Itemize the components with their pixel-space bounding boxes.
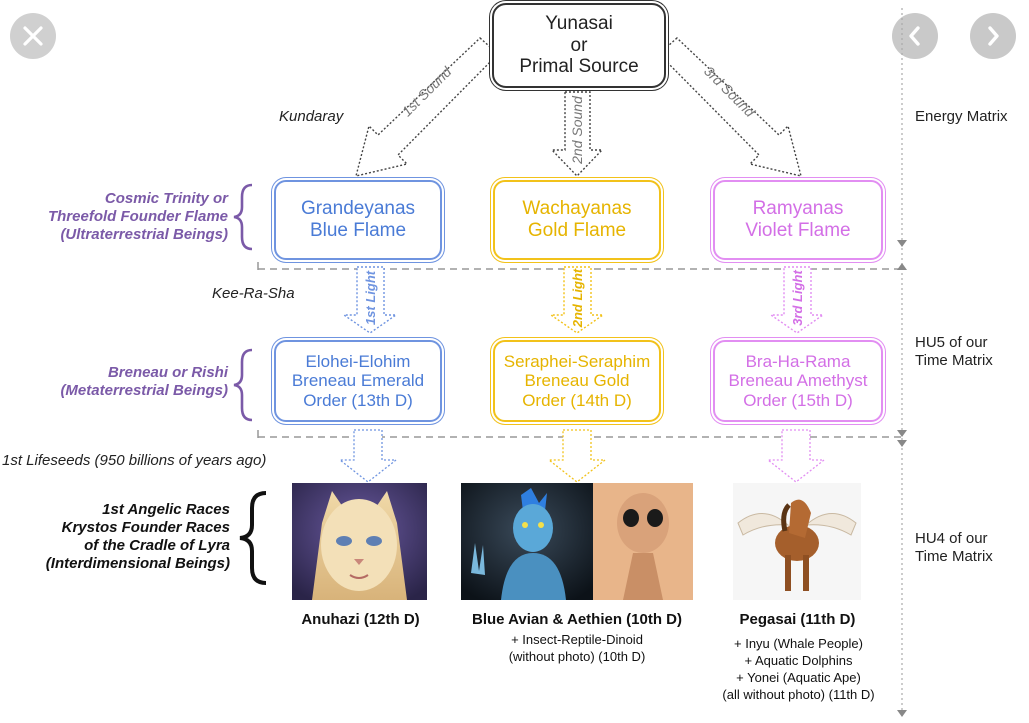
- pegasai-caption: Pegasai (11th D): [739, 611, 856, 628]
- chevron-left-icon: [909, 26, 920, 46]
- gold-order-box: Seraphei-Seraphim Breneau Gold Order (14…: [493, 340, 661, 422]
- pegasai-sub-line-4: (all without photo) (11th D): [722, 686, 875, 702]
- first-light-label: 1st Light: [363, 270, 378, 325]
- hu5-line-2: Time Matrix: [915, 352, 993, 369]
- pegasai-sub: + Inyu (Whale People) + Aquatic Dolphins…: [706, 636, 891, 704]
- third-sound-arrow: [657, 37, 802, 177]
- next-button[interactable]: [970, 13, 1016, 59]
- third-light-arrow: [768, 266, 826, 334]
- hu4-label: HU4 of our Time Matrix: [915, 530, 993, 566]
- cosmic-trinity-label: Cosmic Trinity or Threefold Founder Flam…: [10, 190, 228, 244]
- amethyst-order-box: Bra-Ha-Rama Breneau Amethyst Order (15th…: [713, 340, 883, 422]
- first-sound-arrow: [355, 37, 500, 177]
- previous-button[interactable]: [892, 13, 938, 59]
- angelic-line-1: 1st Angelic Races: [102, 501, 230, 518]
- avian-sub-line-1: + Insect-Reptile-Dinoid: [511, 632, 643, 647]
- blue-flame-box: Grandeyanas Blue Flame: [274, 180, 442, 260]
- cosmic-line-3: (Ultraterrestrial Beings): [60, 226, 228, 243]
- second-sound-label: 2nd Sound: [569, 95, 585, 165]
- pegasai-sub-line-1: + Inyu (Whale People): [734, 636, 863, 651]
- hu5-line-1: HU5 of our: [915, 334, 988, 351]
- primal-source-box: Yunasai or Primal Source: [492, 3, 666, 88]
- hu4-line-1: HU4 of our: [915, 530, 988, 547]
- pegasai-sub-line-2: + Aquatic Dolphins: [744, 652, 853, 668]
- emerald-order-box: Elohei-Elohim Breneau Emerald Order (13t…: [274, 340, 442, 422]
- violet-flame-line-1: Ramyanas: [752, 198, 844, 220]
- cosmic-line-2: Threefold Founder Flame: [47, 208, 228, 225]
- second-light-label: 2nd Light: [570, 268, 585, 328]
- second-sound-arrow: [550, 91, 604, 178]
- amethyst-line-1: Bra-Ha-Rama: [745, 351, 851, 371]
- source-line-1: Yunasai: [545, 12, 613, 34]
- gold-flame-box: Wachayanas Gold Flame: [493, 180, 661, 260]
- first-light-arrow: [341, 266, 399, 334]
- gold-order-line-2: Breneau Gold: [524, 371, 630, 391]
- cosmic-line-1: Cosmic Trinity or: [104, 190, 228, 207]
- kee-ra-sha-label: Kee-Ra-Sha: [212, 285, 295, 302]
- blue-flame-line-2: Blue Flame: [309, 220, 407, 241]
- anuhazi-photo: [292, 483, 427, 600]
- blue-flame-line-1: Grandeyanas: [300, 198, 416, 220]
- blue-avian-photo: [461, 483, 593, 600]
- emerald-line-3: Order (13th D): [303, 390, 413, 410]
- gold-flame-line-2: Gold Flame: [527, 220, 627, 241]
- breneau-line-1: Breneau or Rishi: [107, 364, 228, 381]
- breneau-brace-icon: [233, 348, 253, 422]
- anuhazi-caption: Anuhazi (12th D): [301, 611, 420, 628]
- avian-sub: + Insect-Reptile-Dinoid (without photo) …: [452, 632, 702, 666]
- gold-order-line-1: Seraphei-Seraphim: [503, 351, 651, 371]
- breneau-label: Breneau or Rishi (Metaterrestrial Beings…: [10, 364, 228, 400]
- cosmic-brace-icon: [233, 183, 253, 251]
- breneau-line-2: (Metaterrestrial Beings): [60, 382, 228, 399]
- angelic-brace-icon: [239, 491, 267, 585]
- emerald-line-2: Breneau Emerald: [291, 371, 425, 391]
- hu4-line-2: Time Matrix: [915, 548, 993, 565]
- gold-flame-line-1: Wachayanas: [522, 198, 632, 220]
- avian-caption: Blue Avian & Aethien (10th D): [471, 611, 683, 628]
- avian-arrow: [547, 429, 607, 483]
- pegasai-arrow: [766, 429, 826, 483]
- angelic-line-3: of the Cradle of Lyra: [84, 537, 230, 554]
- angelic-line-2: Krystos Founder Races: [61, 519, 230, 536]
- close-button[interactable]: [10, 13, 56, 59]
- gold-order-line-3: Order (14th D): [522, 390, 632, 410]
- emerald-line-1: Elohei-Elohim: [305, 351, 411, 371]
- amethyst-line-2: Breneau Amethyst: [728, 371, 868, 391]
- source-line-3: Primal Source: [519, 56, 639, 78]
- third-light-label: 3rd Light: [790, 270, 805, 326]
- violet-flame-line-2: Violet Flame: [745, 220, 851, 241]
- anuhazi-arrow: [338, 429, 398, 483]
- aethien-photo: [593, 483, 693, 600]
- angelic-races-label: 1st Angelic Races Krystos Founder Races …: [10, 501, 230, 573]
- source-line-2: or: [570, 34, 588, 56]
- second-light-arrow: [548, 266, 606, 334]
- close-icon: [23, 26, 43, 46]
- kundaray-label: Kundaray: [279, 108, 344, 125]
- pegasai-sub-line-3: + Yonei (Aquatic Ape): [736, 669, 861, 685]
- amethyst-line-3: Order (15th D): [743, 390, 853, 410]
- energy-matrix-label: Energy Matrix: [915, 108, 1008, 125]
- pegasai-photo: [733, 483, 861, 600]
- angelic-line-4: (Interdimensional Beings): [45, 555, 230, 572]
- hu5-label: HU5 of our Time Matrix: [915, 334, 993, 370]
- violet-flame-box: Ramyanas Violet Flame: [713, 180, 883, 260]
- lifeseeds-label: 1st Lifeseeds (950 billions of years ago…: [2, 452, 267, 469]
- avian-sub-line-2: (without photo) (10th D): [508, 648, 646, 664]
- chevron-right-icon: [988, 26, 999, 46]
